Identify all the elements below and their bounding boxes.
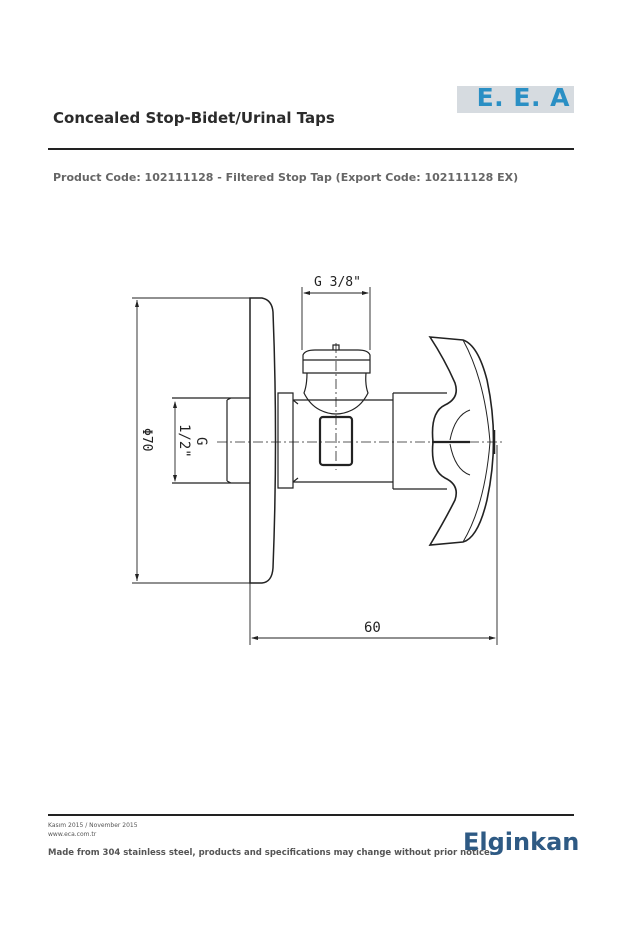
website-link[interactable]: www.eca.com.tr: [48, 831, 97, 838]
nut: [277, 392, 299, 489]
page-title: Concealed Stop-Bidet/Urinal Taps: [53, 109, 335, 127]
valve-body: [293, 399, 393, 483]
eea-logo: E. E. A: [457, 83, 574, 113]
date: Kasım 2015 / November 2015: [48, 822, 138, 829]
notice: Made from 304 stainless steel, products …: [48, 848, 494, 858]
outlet-dimension: [301, 287, 371, 350]
footer-divider: [48, 814, 574, 816]
diameter-label: Φ70: [139, 428, 154, 451]
diameter-dimension: [132, 297, 250, 584]
inlet-size-label: 1/2": [176, 424, 192, 458]
outlet-neck: [303, 372, 369, 415]
brand-logo: Elginkan: [463, 828, 580, 856]
inlet-pipe: [172, 397, 250, 484]
logo-text: E. E. A: [476, 83, 570, 112]
cross-handle: [428, 336, 495, 546]
escutcheon-plate: [249, 297, 277, 584]
bonnet: [392, 392, 447, 490]
product-code: Product Code: 102111128 - Filtered Stop …: [53, 171, 519, 184]
outlet-cap: [302, 349, 371, 374]
outlet-label: G 3/8": [314, 275, 361, 290]
inlet-g-label: G: [193, 437, 209, 445]
length-label: 60: [364, 620, 381, 636]
header-divider: [48, 148, 574, 150]
length-dimension: [249, 445, 498, 645]
